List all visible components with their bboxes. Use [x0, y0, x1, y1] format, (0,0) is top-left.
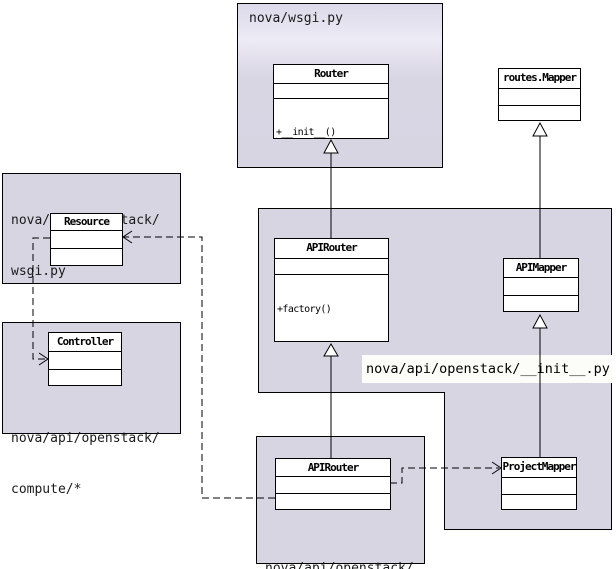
package-api-openstack-init-label: nova/api/openstack/__init__.py — [362, 355, 612, 383]
class-resource-attributes — [51, 230, 122, 248]
package-api-openstack-compute-label: nova/api/openstack/ compute/* — [11, 431, 160, 497]
class-apimapper-attributes — [504, 277, 578, 295]
class-routes-mapper-attributes — [499, 88, 580, 105]
class-router-name: Router — [314, 67, 349, 80]
hollow-triangle-icon — [532, 121, 548, 137]
class-apirouter[interactable]: APIRouter +factory() +__init__() +_setup… — [274, 238, 389, 342]
package-nova-wsgi-label: nova/wsgi.py — [249, 11, 343, 26]
class-projectmapper-name: ProjectMapper — [502, 460, 576, 473]
class-projectmapper-attributes — [502, 477, 576, 494]
package-compute-init-label: nova/api/openstack/ compute/__init__.py — [265, 561, 414, 569]
class-projectmapper[interactable]: ProjectMapper — [501, 457, 577, 510]
class-controller-name: Controller — [56, 335, 114, 348]
class-controller[interactable]: Controller — [48, 332, 122, 386]
class-apirouter-name: APIRouter — [306, 241, 358, 254]
class-apirouter-attributes — [275, 258, 388, 274]
class-projectmapper-methods — [502, 494, 576, 509]
class-router[interactable]: Router +__init__() +__call__() +_dispatc… — [273, 64, 389, 139]
class-compute-apirouter[interactable]: APIRouter -map +_setup_routes() — [275, 458, 391, 510]
class-controller-methods — [49, 369, 121, 385]
class-apimapper-methods — [504, 295, 578, 311]
class-apimapper-name: APIMapper — [515, 261, 568, 274]
class-routes-mapper-methods — [499, 105, 580, 120]
class-compute-apirouter-methods: +_setup_routes() — [276, 493, 390, 509]
package-nova-wsgi[interactable]: nova/wsgi.py — [237, 3, 443, 168]
class-router-attributes — [274, 83, 388, 98]
class-routes-mapper-name: routes.Mapper — [502, 71, 577, 84]
class-apimapper[interactable]: APIMapper — [503, 258, 579, 312]
class-controller-attributes — [49, 351, 121, 369]
class-apirouter-methods: +factory() +__init__() +_setup_ext_route… — [275, 274, 388, 341]
class-resource[interactable]: Resource — [50, 213, 123, 266]
class-routes-mapper[interactable]: routes.Mapper — [498, 68, 581, 121]
class-router-methods: +__init__() +__call__() +_dispatch() — [274, 98, 388, 138]
class-resource-name: Resource — [64, 215, 110, 228]
class-resource-methods — [51, 248, 122, 265]
class-compute-apirouter-attributes: -map — [276, 476, 390, 493]
class-compute-apirouter-name: APIRouter — [307, 461, 360, 474]
